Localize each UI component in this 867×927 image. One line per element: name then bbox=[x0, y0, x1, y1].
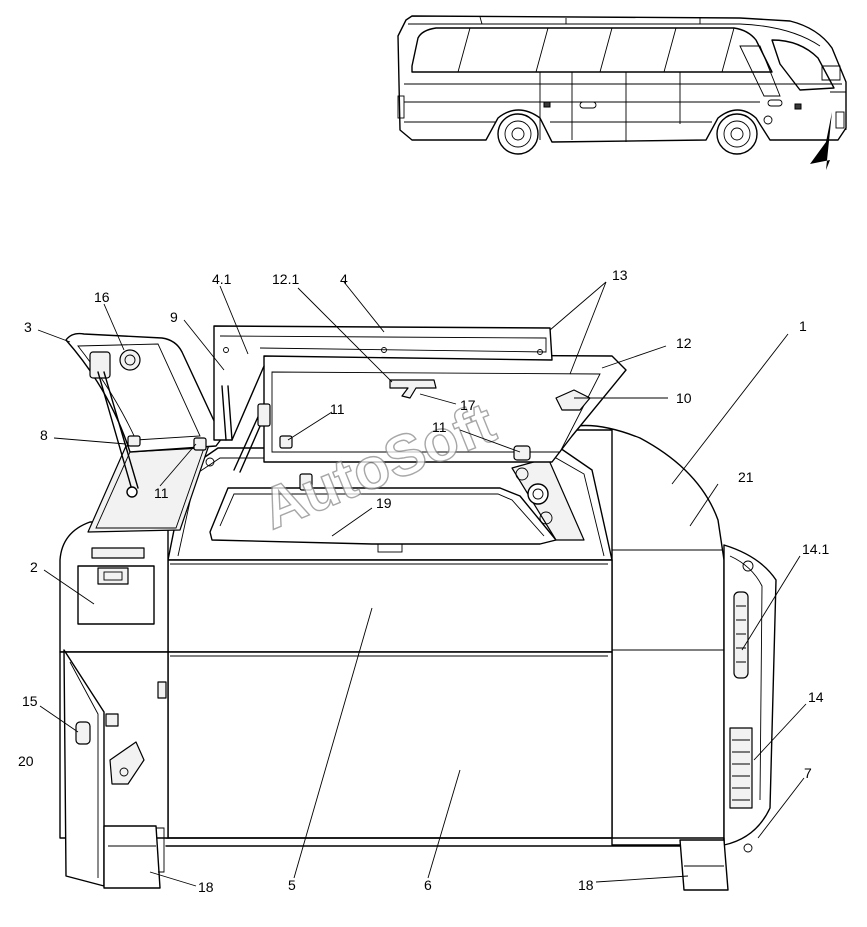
callout-10: 10 bbox=[676, 390, 692, 406]
flap-handle bbox=[97, 567, 129, 585]
left-lid bbox=[65, 332, 223, 453]
front-wheel bbox=[716, 113, 758, 155]
fender-panel bbox=[559, 424, 725, 846]
callout-1: 1 bbox=[799, 318, 807, 334]
callout-18-right: 18 bbox=[578, 877, 594, 893]
leader-lines bbox=[37, 281, 807, 887]
callout-5: 5 bbox=[288, 877, 296, 893]
callout-12-1: 12.1 bbox=[272, 271, 299, 287]
callout-7: 7 bbox=[804, 765, 812, 781]
front-panel-upper bbox=[167, 559, 613, 653]
lid-handle-17 bbox=[389, 379, 437, 399]
callout-8: 8 bbox=[40, 427, 48, 443]
rear-wheel bbox=[497, 113, 539, 155]
step-right bbox=[679, 839, 729, 891]
callout-4: 4 bbox=[340, 271, 348, 287]
callout-11-middle: 11 bbox=[330, 401, 345, 417]
callout-labels: 1 2 3 4 4.1 5 6 7 8 9 10 11 11 11 12 12.… bbox=[18, 267, 829, 895]
callout-11-left: 11 bbox=[154, 485, 169, 501]
callout-13: 13 bbox=[612, 267, 628, 283]
callout-16: 16 bbox=[94, 289, 110, 305]
lid-lock bbox=[89, 351, 111, 379]
callout-12: 12 bbox=[676, 335, 692, 351]
callout-18-left: 18 bbox=[198, 879, 214, 895]
front-compartment-assembly bbox=[59, 325, 777, 891]
callout-3: 3 bbox=[24, 319, 32, 335]
callout-20: 20 bbox=[18, 753, 34, 769]
front-panel-lower bbox=[167, 651, 613, 839]
callout-14-1: 14.1 bbox=[802, 541, 829, 557]
callout-6: 6 bbox=[424, 877, 432, 893]
callout-9: 9 bbox=[170, 309, 178, 325]
door-lock-15 bbox=[75, 721, 91, 745]
callout-21: 21 bbox=[738, 469, 754, 485]
location-arrow bbox=[810, 112, 832, 170]
door-hinge bbox=[109, 741, 145, 785]
callout-17: 17 bbox=[460, 397, 476, 413]
lid-cap-16 bbox=[119, 349, 141, 371]
callout-11-right: 11 bbox=[432, 419, 447, 435]
callout-19: 19 bbox=[376, 495, 392, 511]
coach-side-view bbox=[397, 15, 847, 170]
lid-latch-10 bbox=[555, 389, 591, 411]
back-lid bbox=[213, 325, 553, 441]
callout-4-1: 4.1 bbox=[212, 271, 232, 287]
step-left bbox=[103, 825, 161, 889]
callout-14: 14 bbox=[808, 689, 824, 705]
callout-15: 15 bbox=[22, 693, 38, 709]
upper-grille bbox=[733, 591, 749, 679]
callout-2: 2 bbox=[30, 559, 38, 575]
